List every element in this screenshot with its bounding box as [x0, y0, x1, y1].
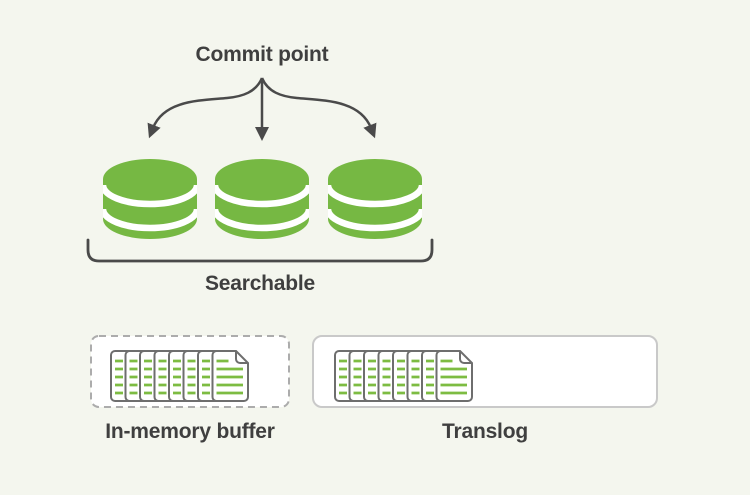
fan-arrow-left-icon — [147, 77, 264, 139]
translog-box — [312, 335, 658, 408]
document-stack-icon — [110, 349, 250, 403]
database-icon — [103, 159, 197, 239]
translog-label: Translog — [442, 420, 528, 443]
searchable-label: Searchable — [204, 272, 316, 295]
database-icon — [215, 159, 309, 239]
in-memory-buffer-box — [90, 335, 290, 408]
commit-point-label: Commit point — [195, 43, 329, 66]
fan-arrow-right-icon — [260, 77, 377, 139]
searchable-bracket — [86, 238, 434, 263]
in-memory-buffer-label: In-memory buffer — [105, 420, 275, 443]
database-icon — [328, 159, 422, 239]
